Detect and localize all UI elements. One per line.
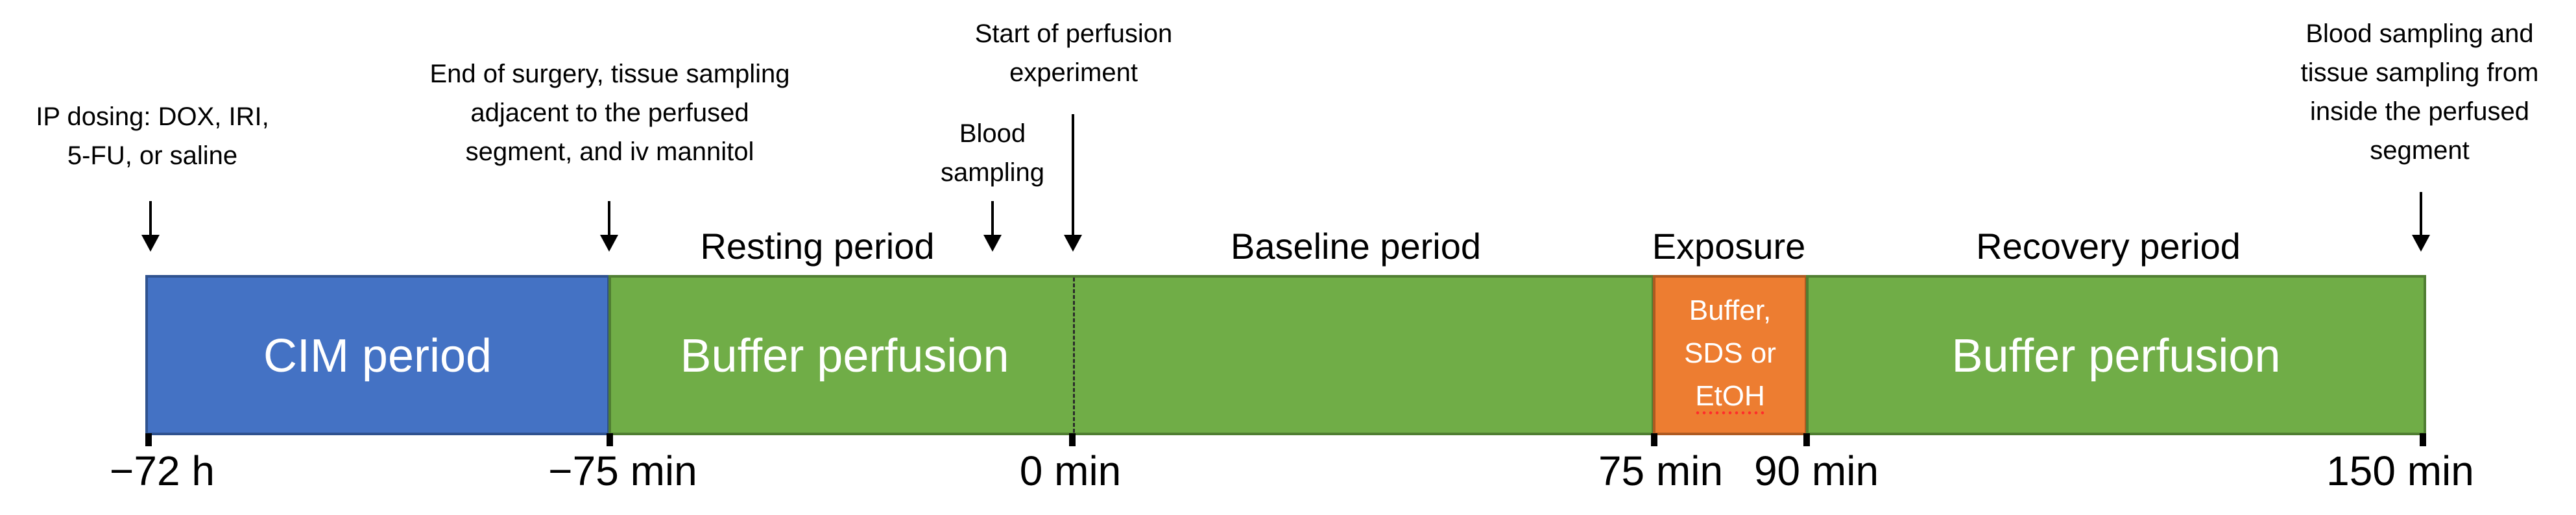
tick-90 [1803, 433, 1810, 446]
blood-sampling-arrow [983, 201, 1002, 252]
start-perfusion-arrow [1064, 114, 1082, 252]
tick-minus-75 [607, 433, 613, 446]
time-label-minus-75: −75 min [548, 448, 697, 494]
time-label-75: 75 min [1598, 448, 1724, 494]
time-label-0: 0 min [1019, 448, 1122, 494]
exposure-period-label: Exposure [1652, 226, 1806, 267]
tick-0 [1069, 433, 1076, 446]
blood-sampling-annotation: Blood sampling [940, 119, 1045, 187]
tick-72h [145, 433, 152, 446]
ip-dosing-annotation: IP dosing: DOX, IRI, 5-FU, or saline [36, 102, 269, 170]
cim-period-label: CIM period [263, 330, 492, 382]
time-label-150: 150 min [2326, 448, 2474, 494]
time-label-90: 90 min [1753, 448, 1879, 494]
buffer-perfusion-segment-1: Buffer perfusion [608, 275, 1654, 435]
exposure-segment-label: Buffer, SDS or EtOH [1684, 294, 1776, 412]
tick-75 [1651, 433, 1657, 446]
time-label-72h: −72 h [110, 448, 215, 494]
tick-150 [2420, 433, 2426, 446]
resting-period-label: Resting period [700, 226, 935, 267]
end-of-surgery-arrow [600, 201, 618, 252]
etoh-underline [1694, 411, 1767, 414]
buffer-perfusion-segment-2: Buffer perfusion [1806, 275, 2426, 435]
start-perfusion-annotation: Start of perfusion experiment [974, 19, 1173, 87]
buffer-perfusion-label-2: Buffer perfusion [1951, 330, 2281, 382]
end-of-surgery-annotation: End of surgery, tissue sampling adjacent… [429, 60, 790, 166]
time-zero-dashed-line [1073, 278, 1075, 433]
baseline-period-label: Baseline period [1230, 226, 1482, 267]
final-sampling-annotation: Blood sampling and tissue sampling from … [2300, 19, 2539, 165]
exposure-segment: Buffer, SDS or EtOH [1653, 275, 1807, 435]
ip-dosing-arrow [141, 201, 160, 252]
recovery-period-label: Recovery period [1976, 226, 2241, 267]
final-sampling-arrow [2412, 192, 2430, 252]
cim-period-segment: CIM period [145, 275, 610, 435]
buffer-perfusion-label-1: Buffer perfusion [680, 330, 1009, 382]
